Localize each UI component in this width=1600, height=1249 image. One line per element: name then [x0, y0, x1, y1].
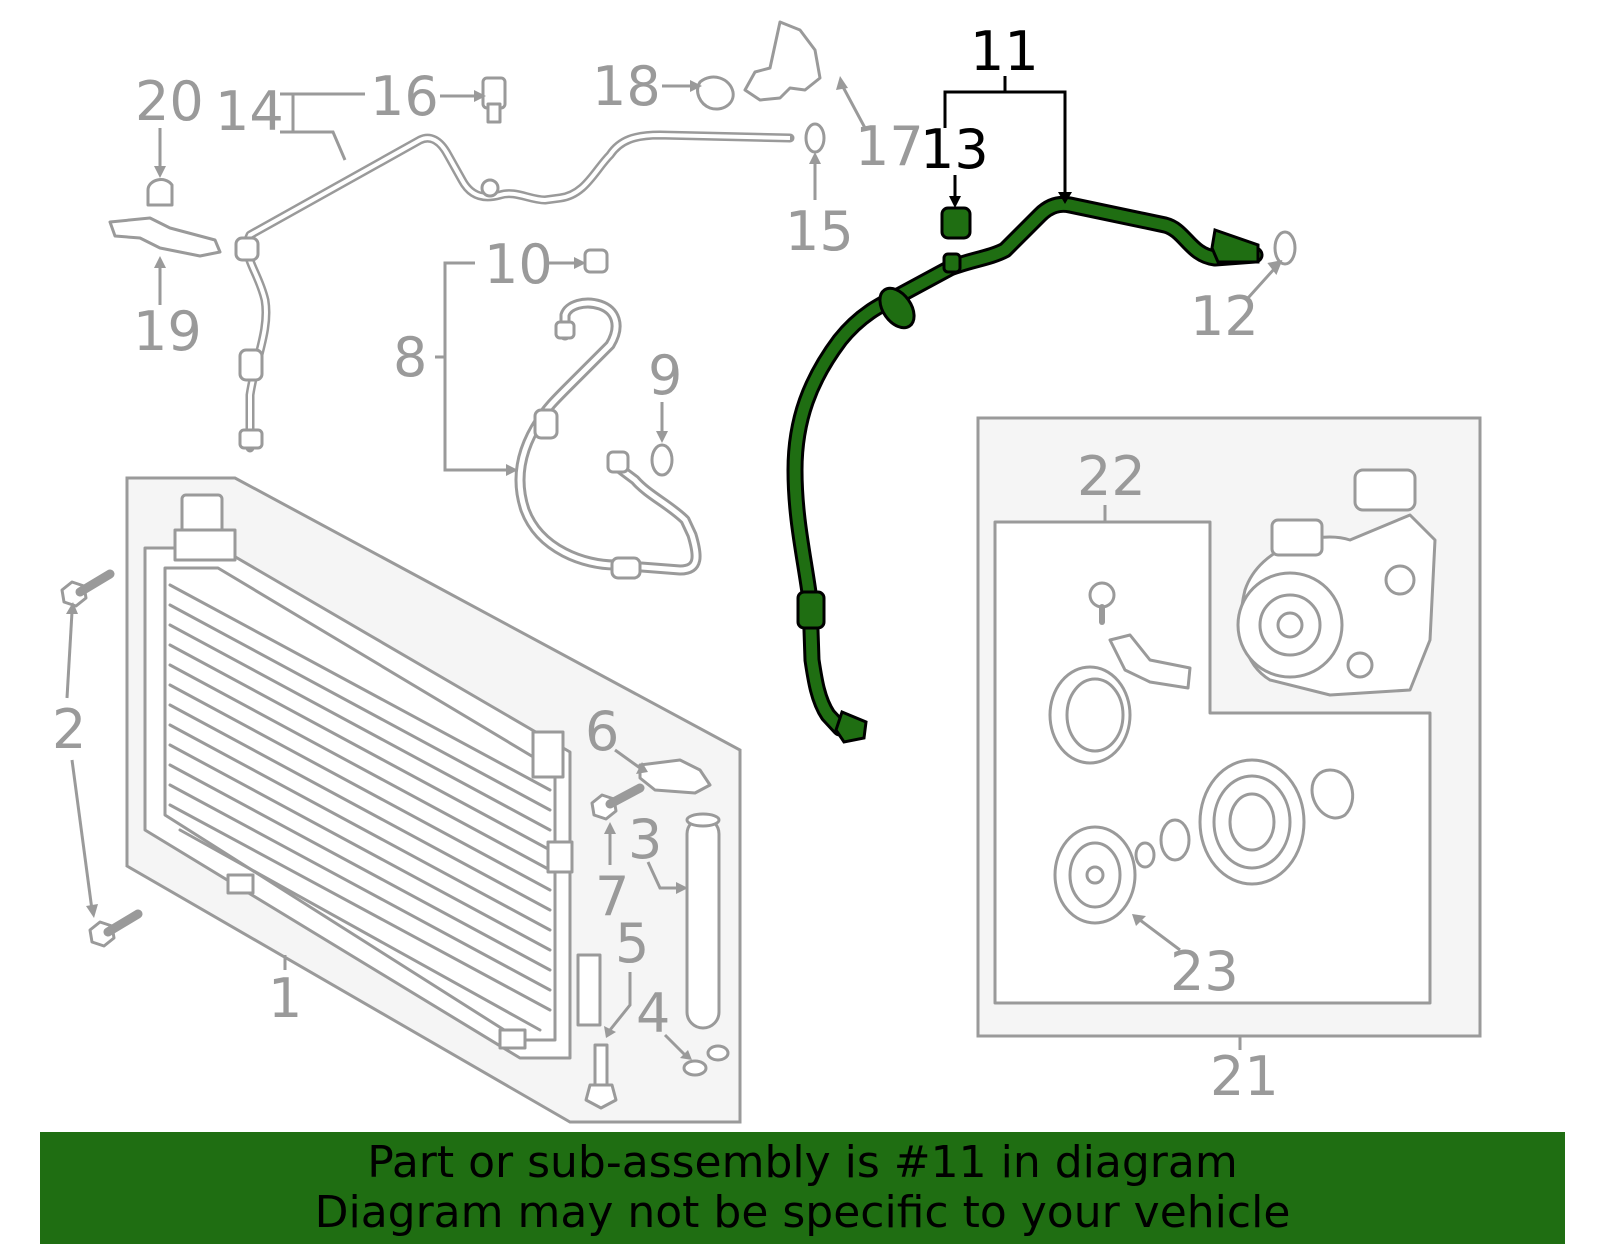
callout-20: 20	[135, 70, 204, 133]
callout-7: 7	[595, 865, 629, 928]
suction-hose-highlighted	[786, 195, 1264, 744]
banner-line-part-number: Part or sub-assembly is #11 in diagram	[367, 1137, 1238, 1188]
bolt-drier	[590, 783, 645, 821]
callout-4: 4	[636, 982, 670, 1045]
compressor	[1236, 468, 1437, 697]
callout-8: 8	[393, 326, 427, 389]
callout-9: 9	[648, 344, 682, 407]
clutch-field-coil	[1048, 581, 1192, 765]
drier-bracket	[638, 758, 712, 795]
condenser-fins	[168, 583, 552, 1032]
clutch-pulley	[1198, 758, 1306, 886]
callout-5: 5	[615, 912, 649, 975]
callout-13: 13	[920, 118, 989, 181]
bracket-19	[108, 216, 222, 258]
o-ring-9	[650, 443, 674, 477]
leader-lines	[65, 76, 1283, 1060]
callout-10: 10	[484, 233, 553, 296]
clip-20	[146, 178, 174, 207]
callout-labels: 1 2 3 4 5 6 7 8 9 10 11 12 13 14 15 16 1…	[52, 20, 1279, 1108]
cap-10	[583, 248, 609, 274]
banner-line-disclaimer: Diagram may not be specific to your vehi…	[314, 1187, 1291, 1238]
liquid-line	[514, 297, 702, 580]
bolt-upper	[60, 569, 115, 608]
o-ring-12	[1273, 230, 1297, 266]
callout-19: 19	[133, 300, 202, 363]
callout-3: 3	[628, 808, 662, 871]
callout-11: 11	[970, 20, 1039, 83]
condenser-assembly	[125, 476, 742, 1124]
bolt-lower	[88, 909, 143, 948]
o-ring-small-b	[706, 1044, 730, 1062]
callout-17: 17	[855, 115, 924, 178]
compressor-assembly	[976, 416, 1482, 1038]
cap-13	[940, 206, 972, 240]
snap-ring-large	[1310, 768, 1355, 820]
callout-2: 2	[52, 698, 86, 761]
drain-plug	[584, 1043, 618, 1110]
callout-14: 14	[215, 80, 284, 143]
callout-21: 21	[1210, 1045, 1279, 1108]
snap-ring-small	[1159, 818, 1191, 862]
clutch-hub	[1053, 825, 1137, 925]
callout-16: 16	[370, 65, 439, 128]
callout-18: 18	[592, 55, 661, 118]
callout-1: 1	[268, 967, 302, 1030]
o-ring-15	[804, 122, 826, 154]
callout-22: 22	[1077, 445, 1146, 508]
clamp-18	[696, 75, 735, 111]
o-ring-small-a	[682, 1059, 708, 1077]
pressure-sensor	[481, 76, 507, 124]
callout-15: 15	[785, 200, 854, 263]
bracket-17	[743, 20, 822, 102]
callout-23: 23	[1170, 940, 1239, 1003]
highlight-notice-banner: Part or sub-assembly is #11 in diagram D…	[40, 1132, 1565, 1244]
callout-6: 6	[585, 700, 619, 763]
shim	[1134, 841, 1156, 869]
receiver-drier	[685, 812, 721, 1030]
callout-12: 12	[1190, 285, 1259, 348]
discharge-line	[234, 130, 795, 453]
